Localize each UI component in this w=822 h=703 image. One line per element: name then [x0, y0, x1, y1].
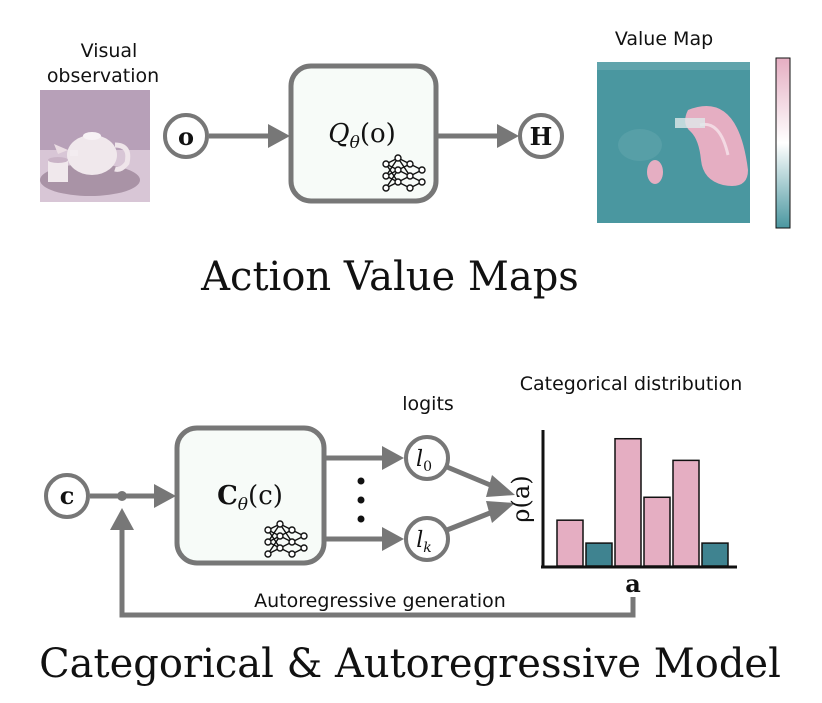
- q-network-label: Qθ(o): [328, 119, 396, 153]
- autoregressive-loop-arrow: [119, 528, 636, 618]
- arrow-obs-to-model-head: [268, 124, 290, 148]
- chart-bar-3: [614, 437, 642, 567]
- chart-title: Categorical distribution: [520, 373, 743, 395]
- section-title-action-value-maps: Action Value Maps: [200, 254, 579, 300]
- logit-first-subscript: 0: [423, 459, 432, 475]
- observation-image: [40, 90, 150, 202]
- logits-label: logits: [402, 393, 454, 415]
- q-argument: (o): [360, 119, 396, 149]
- c-network-label: Cθ(c): [217, 481, 283, 515]
- arrow-context-to-model-head: [154, 484, 176, 508]
- arrow-model-to-h-head: [497, 124, 519, 148]
- q-subscript: θ: [350, 133, 360, 153]
- junction-dot: [117, 491, 127, 501]
- neural-network-icon: [264, 520, 308, 558]
- arrow-l0-to-dist: [446, 464, 496, 490]
- observation-node-label: o: [178, 122, 194, 151]
- ellipsis-dot-3: [357, 515, 365, 523]
- visual-observation-label: Visual observation: [47, 40, 159, 87]
- visual-observation-line1: Visual: [81, 40, 138, 62]
- c-symbol: C: [217, 481, 238, 511]
- arrow-model-to-l0-head: [382, 446, 404, 470]
- logit-last-symbol: l: [416, 528, 423, 553]
- chart-bar-4: [643, 496, 671, 567]
- logit-first-label: l0: [416, 447, 432, 475]
- ellipsis-dot-1: [357, 477, 365, 485]
- value-map-image: [597, 62, 750, 223]
- chart-y-label: ρ(a): [507, 475, 535, 522]
- arrow-lk-to-dist-head: [486, 501, 515, 523]
- arrow-model-to-lk-head: [382, 527, 404, 551]
- chart-bars: [556, 437, 729, 567]
- chart-bar-2: [585, 542, 613, 567]
- section-title-categorical-autoregressive-model: Categorical & Autoregressive Model: [39, 641, 781, 687]
- chart-x-label: a: [625, 569, 641, 598]
- logit-last-subscript: k: [423, 540, 431, 556]
- value-map-node: [518, 113, 564, 159]
- neural-network-icon: [382, 154, 426, 192]
- arrow-lk-to-dist: [446, 508, 496, 533]
- visual-observation-line2: observation: [47, 65, 159, 87]
- context-node-label: c: [60, 481, 75, 510]
- c-subscript: θ: [238, 495, 248, 515]
- logit-last-label: lk: [416, 528, 432, 556]
- ellipsis-dot-2: [357, 496, 365, 504]
- value-map-title: Value Map: [615, 28, 713, 50]
- autoregressive-generation-label: Autoregressive generation: [254, 590, 506, 612]
- logit-node-first: [404, 435, 450, 481]
- value-map-node-label: H: [530, 122, 553, 151]
- c-network-box: [174, 425, 327, 566]
- chart-bar-1: [556, 519, 584, 567]
- logit-node-last: [404, 516, 450, 562]
- chart-bar-6: [701, 542, 729, 567]
- c-argument: (c): [248, 481, 283, 511]
- context-node: [44, 473, 90, 519]
- chart-bar-5: [672, 459, 700, 567]
- logit-first-symbol: l: [416, 447, 423, 472]
- value-map-colorbar: [775, 57, 791, 229]
- observation-node: [163, 113, 209, 159]
- q-symbol: Q: [328, 119, 349, 149]
- autoregressive-loop-arrow-head: [110, 508, 134, 530]
- arrow-l0-to-dist-head: [486, 475, 515, 497]
